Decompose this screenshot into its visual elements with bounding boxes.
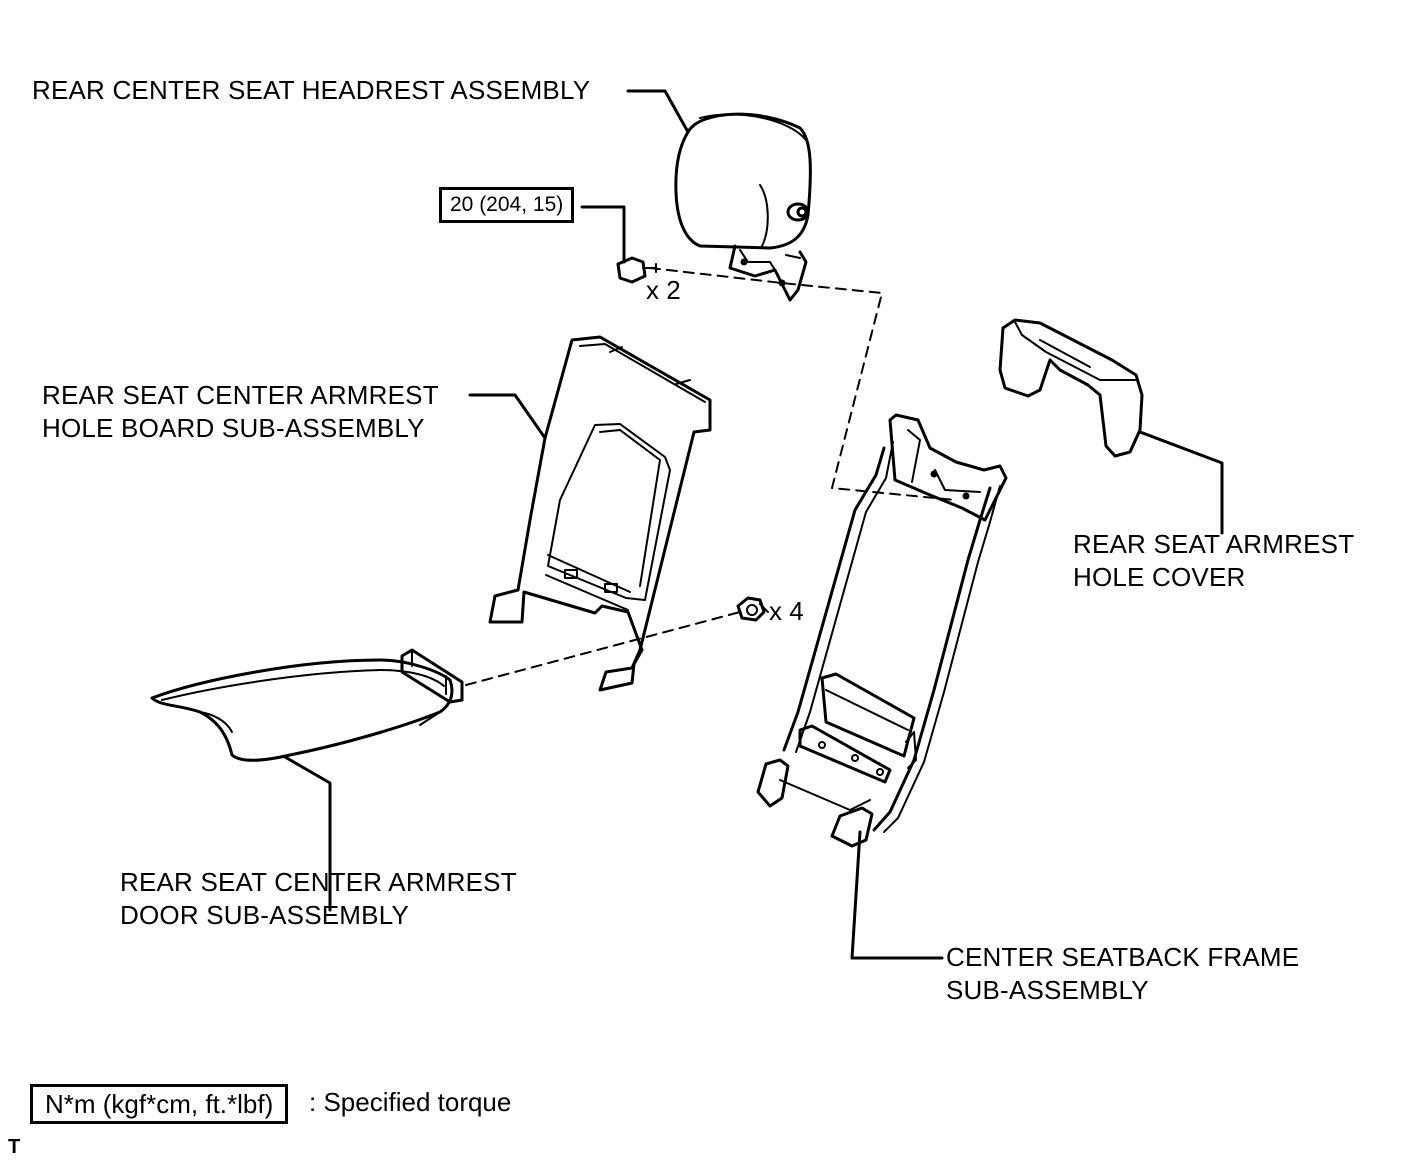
hole-board-label-line-2: HOLE BOARD SUB-ASSEMBLY	[42, 413, 425, 443]
torque-leader	[580, 205, 626, 264]
seatback-frame-drawing	[756, 413, 1008, 848]
dashed-guides	[465, 267, 956, 686]
hole-board-leader	[468, 393, 547, 440]
armrest-door-label: REAR SEAT CENTER ARMREST DOOR SUB-ASSEMB…	[120, 866, 517, 932]
armrest-screw-quantity: x 4	[769, 596, 804, 626]
hole-cover-label-line-1: REAR SEAT ARMREST	[1073, 529, 1355, 559]
headrest-label-line: REAR CENTER SEAT HEADREST ASSEMBLY	[32, 75, 591, 105]
seatback-frame-label-line-2: SUB-ASSEMBLY	[946, 975, 1149, 1005]
armrest-screw	[736, 596, 769, 622]
armrest-door-label-line-1: REAR SEAT CENTER ARMREST	[120, 867, 517, 897]
armrest-screw-guide	[465, 611, 741, 686]
armrest-door-drawing	[150, 648, 464, 762]
armrest-door-leader	[283, 755, 332, 912]
armrest-door-label-line-2: DOOR SUB-ASSEMBLY	[120, 900, 409, 930]
headrest-bolt-quantity: x 2	[646, 275, 681, 305]
headrest-bolt-torque-box: 20 (204, 15)	[439, 187, 575, 223]
headrest-bolt-torque: 20 (204, 15)	[450, 193, 564, 216]
hole-cover-label: REAR SEAT ARMREST HOLE COVER	[1073, 528, 1354, 594]
seatback-frame-label-line-1: CENTER SEATBACK FRAME	[946, 942, 1300, 972]
torque-legend-box: N*m (kgf*cm, ft.*lbf)	[30, 1084, 289, 1124]
hole-cover-leader	[1138, 430, 1224, 535]
leader-lines	[283, 89, 1224, 960]
headrest-drawing	[674, 112, 812, 302]
headrest-bolt	[616, 256, 657, 284]
headrest-label: REAR CENTER SEAT HEADREST ASSEMBLY	[32, 74, 590, 107]
hole-board-label: REAR SEAT CENTER ARMREST HOLE BOARD SUB-…	[42, 379, 439, 445]
seatback-frame-label: CENTER SEATBACK FRAME SUB-ASSEMBLY	[946, 941, 1299, 1007]
hole-board-label-line-1: REAR SEAT CENTER ARMREST	[42, 380, 439, 410]
torque-legend-description: : Specified torque	[309, 1087, 512, 1117]
headrest-leader	[626, 89, 690, 134]
torque-legend-units: N*m (kgf*cm, ft.*lbf)	[45, 1089, 274, 1119]
corner-mark: T	[8, 1136, 21, 1158]
seatback-frame-leader	[850, 830, 944, 960]
hole-board-drawing	[488, 335, 712, 692]
headrest-mount-guide	[649, 267, 956, 501]
hole-cover-label-line-2: HOLE COVER	[1073, 562, 1246, 592]
hole-cover-drawing	[998, 318, 1144, 458]
